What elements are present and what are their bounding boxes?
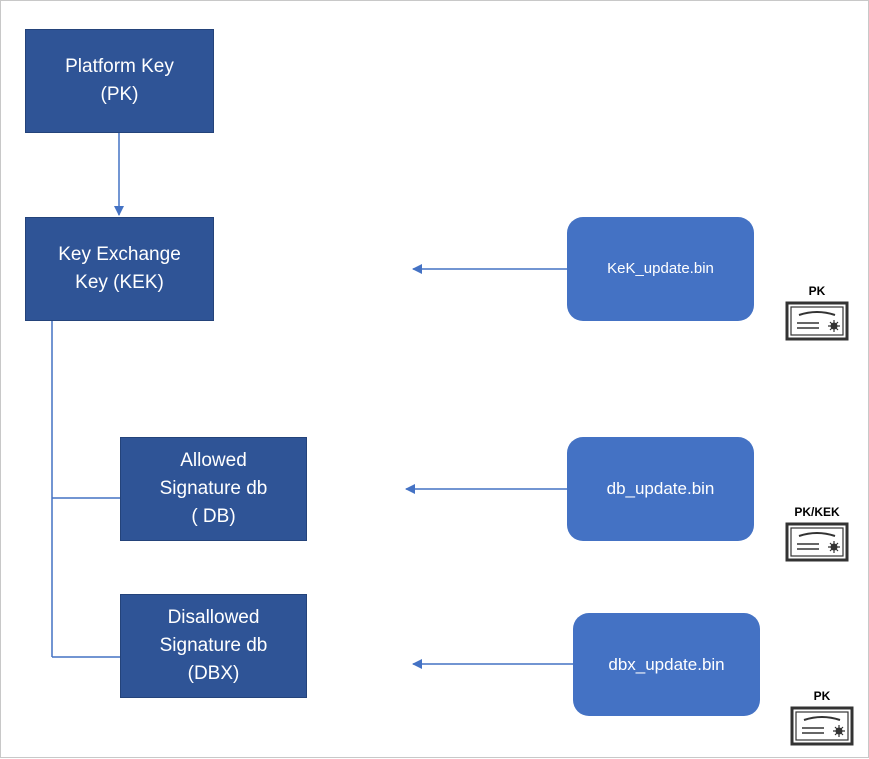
- kek-title: Key Exchange: [58, 244, 181, 265]
- kek-update-signer: PK: [782, 284, 852, 341]
- kek-signer-label: PK: [808, 284, 826, 298]
- dbx-update-signer: PK: [787, 689, 857, 746]
- dbx-line3: (DBX): [187, 663, 240, 684]
- kek-abbr: Key (KEK): [75, 272, 164, 293]
- platform-key-title: Platform Key: [65, 56, 174, 77]
- db-update-signer: PK/KEK: [782, 505, 852, 562]
- certificate-icon: [785, 522, 849, 562]
- dbx-update-file-box: dbx_update.bin: [573, 613, 760, 716]
- kek-update-label: KeK_update.bin: [607, 260, 714, 277]
- platform-key-box: Platform Key (PK): [25, 29, 214, 133]
- dbx-update-label: dbx_update.bin: [608, 654, 725, 674]
- certificate-icon: [790, 706, 854, 746]
- key-exchange-key-box: Key Exchange Key (KEK): [25, 217, 214, 321]
- certificate-icon: [785, 301, 849, 341]
- db-update-file-box: db_update.bin: [567, 437, 754, 541]
- db-signer-label: PK/KEK: [794, 505, 840, 519]
- dbx-line1: Disallowed: [167, 607, 260, 628]
- allowed-db-box: Allowed Signature db ( DB): [120, 437, 307, 541]
- db-update-label: db_update.bin: [606, 479, 715, 498]
- dbx-line2: Signature db: [159, 635, 268, 656]
- db-line3: ( DB): [191, 506, 236, 527]
- kek-update-file-box: KeK_update.bin: [567, 217, 754, 321]
- db-line1: Allowed: [180, 450, 247, 471]
- db-line2: Signature db: [159, 478, 268, 499]
- dbx-signer-label: PK: [813, 689, 831, 703]
- disallowed-dbx-box: Disallowed Signature db (DBX): [120, 594, 307, 698]
- platform-key-abbr: (PK): [100, 84, 139, 105]
